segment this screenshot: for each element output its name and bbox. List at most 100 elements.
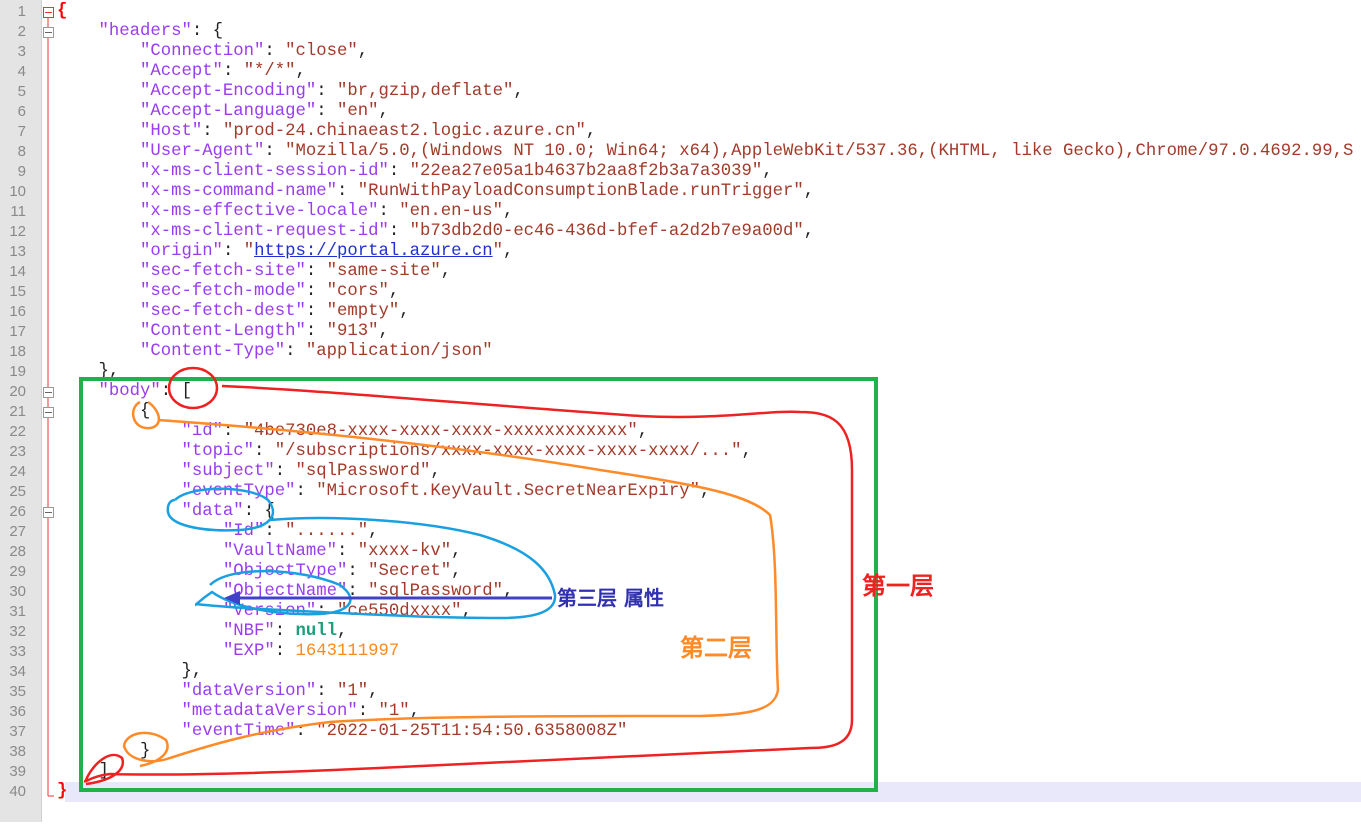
json-punctuation [57,222,140,241]
line-number: 14 [9,263,26,280]
code-line[interactable]: 20 "body": [ [0,382,1361,402]
code-text: { [57,2,67,22]
json-punctuation: , [451,562,462,581]
code-line[interactable]: 5 "Accept-Encoding": "br,gzip,deflate", [0,82,1361,102]
code-line[interactable]: 21 { [0,402,1361,422]
code-line[interactable]: 9 "x-ms-client-session-id": "22ea27e05a1… [0,162,1361,182]
code-line[interactable]: 15 "sec-fetch-mode": "cors", [0,282,1361,302]
code-text: "origin": "https://portal.azure.cn", [57,242,513,262]
code-text: } [57,742,150,762]
json-string: "sqlPassword" [368,582,503,601]
json-punctuation: : [305,282,327,301]
code-text: "Version": "ce550dxxxx", [57,602,472,622]
json-punctuation: , [378,102,389,121]
json-key: "Host" [139,122,203,141]
json-key: "dataVersion" [181,682,317,701]
code-line[interactable]: 28 "VaultName": "xxxx-kv", [0,542,1361,562]
code-line[interactable]: 13 "origin": "https://portal.azure.cn", [0,242,1361,262]
code-line[interactable]: 31 "Version": "ce550dxxxx", [0,602,1361,622]
code-line[interactable]: 17 "Content-Length": "913", [0,322,1361,342]
json-string: "same-site" [326,262,441,281]
line-number: 21 [9,403,26,420]
json-punctuation: , [502,202,514,221]
code-line[interactable]: 16 "sec-fetch-dest": "empty", [0,302,1361,322]
code-line[interactable]: 3 "Connection": "close", [0,42,1361,62]
code-line[interactable]: 4 "Accept": "*/*", [0,62,1361,82]
code-line[interactable]: 7 "Host": "prod-24.chinaeast2.logic.azur… [0,122,1361,142]
json-string: "RunWithPayloadConsumptionBlade.runTrigg… [357,182,804,201]
json-punctuation: : [388,162,410,181]
code-line[interactable]: 19 }, [0,362,1361,382]
url-link[interactable]: https://portal.azure.cn [254,242,493,261]
json-punctuation: : { [243,502,275,521]
code-text: "Accept-Encoding": "br,gzip,deflate", [57,82,524,102]
code-line[interactable]: 27 "Id": "......", [0,522,1361,542]
code-line[interactable]: 1{ [0,2,1361,22]
code-line[interactable]: 38 } [0,742,1361,762]
code-line[interactable]: 29 "ObjectType": "Secret", [0,562,1361,582]
code-text: "sec-fetch-site": "same-site", [57,262,451,282]
code-line[interactable]: 23 "topic": "/subscriptions/xxxx-xxxx-xx… [0,442,1361,462]
line-number: 13 [9,243,26,260]
code-line[interactable]: 22 "id": "4be730e8-xxxx-xxxx-xxxx-xxxxxx… [0,422,1361,442]
code-line[interactable]: 14 "sec-fetch-site": "same-site", [0,262,1361,282]
code-line[interactable]: 37 "eventTime": "2022-01-25T11:54:50.635… [0,722,1361,742]
json-key: "VaultName" [222,542,338,561]
json-punctuation: , [585,122,597,141]
line-number: 7 [17,123,26,140]
fold-toggle-icon[interactable] [43,27,54,38]
line-number: 2 [17,23,26,40]
code-line[interactable]: 11 "x-ms-effective-locale": "en.en-us", [0,202,1361,222]
json-punctuation [57,482,181,501]
json-key: "data" [181,502,244,521]
json-punctuation [57,302,140,321]
code-line[interactable]: 12 "x-ms-client-request-id": "b73db2d0-e… [0,222,1361,242]
json-punctuation: ] [57,762,109,781]
code-line[interactable]: 25 "eventType": "Microsoft.KeyVault.Secr… [0,482,1361,502]
json-key: "Accept-Language" [139,102,317,121]
code-line[interactable]: 34 }, [0,662,1361,682]
json-punctuation: , [357,42,369,61]
json-punctuation: , [700,482,711,501]
code-text: "sec-fetch-dest": "empty", [57,302,410,322]
json-string: "*/*" [243,62,296,81]
code-line[interactable]: 36 "metadataVersion": "1", [0,702,1361,722]
json-string: "sqlPassword" [295,462,431,481]
code-line[interactable]: 39 ] [0,762,1361,782]
code-text: "Connection": "close", [57,42,368,62]
code-text: "x-ms-effective-locale": "en.en-us", [57,202,513,222]
json-punctuation [57,642,223,661]
json-punctuation: , [803,182,815,201]
fold-toggle-icon[interactable] [43,407,54,418]
json-punctuation: , [502,242,514,261]
code-line[interactable]: 40} [9,782,1361,802]
line-number: 39 [9,763,26,780]
code-text: }, [57,362,119,382]
line-number: 20 [9,383,26,400]
code-line[interactable]: 6 "Accept-Language": "en", [0,102,1361,122]
json-punctuation: : [357,702,379,721]
code-text: "Accept-Language": "en", [57,102,389,122]
json-punctuation [57,542,223,561]
json-punctuation [57,502,181,521]
code-line[interactable]: 8 "User-Agent": "Mozilla/5.0,(Windows NT… [0,142,1361,162]
json-punctuation: : [316,602,338,621]
code-line[interactable]: 35 "dataVersion": "1", [0,682,1361,702]
code-line[interactable]: 18 "Content-Type": "application/json" [0,342,1361,362]
line-number: 40 [9,783,26,800]
code-line[interactable]: 26 "data": { [0,502,1361,522]
json-key: "User-Agent" [139,142,265,161]
json-punctuation: , [762,162,773,181]
code-line[interactable]: 2 "headers": { [0,22,1361,42]
fold-lines [47,16,54,797]
line-number: 25 [9,483,26,500]
json-key: "ObjectName" [222,582,348,601]
code-line[interactable]: 30 "ObjectName": "sqlPassword", [0,582,1361,602]
json-punctuation: : [264,42,286,61]
fold-toggle-icon[interactable] [43,507,54,518]
fold-toggle-icon[interactable] [43,7,54,18]
code-line[interactable]: 10 "x-ms-command-name": "RunWithPayloadC… [0,182,1361,202]
code-line[interactable]: 24 "subject": "sqlPassword", [0,462,1361,482]
fold-toggle-icon[interactable] [43,387,54,398]
json-string: "1" [378,702,410,721]
